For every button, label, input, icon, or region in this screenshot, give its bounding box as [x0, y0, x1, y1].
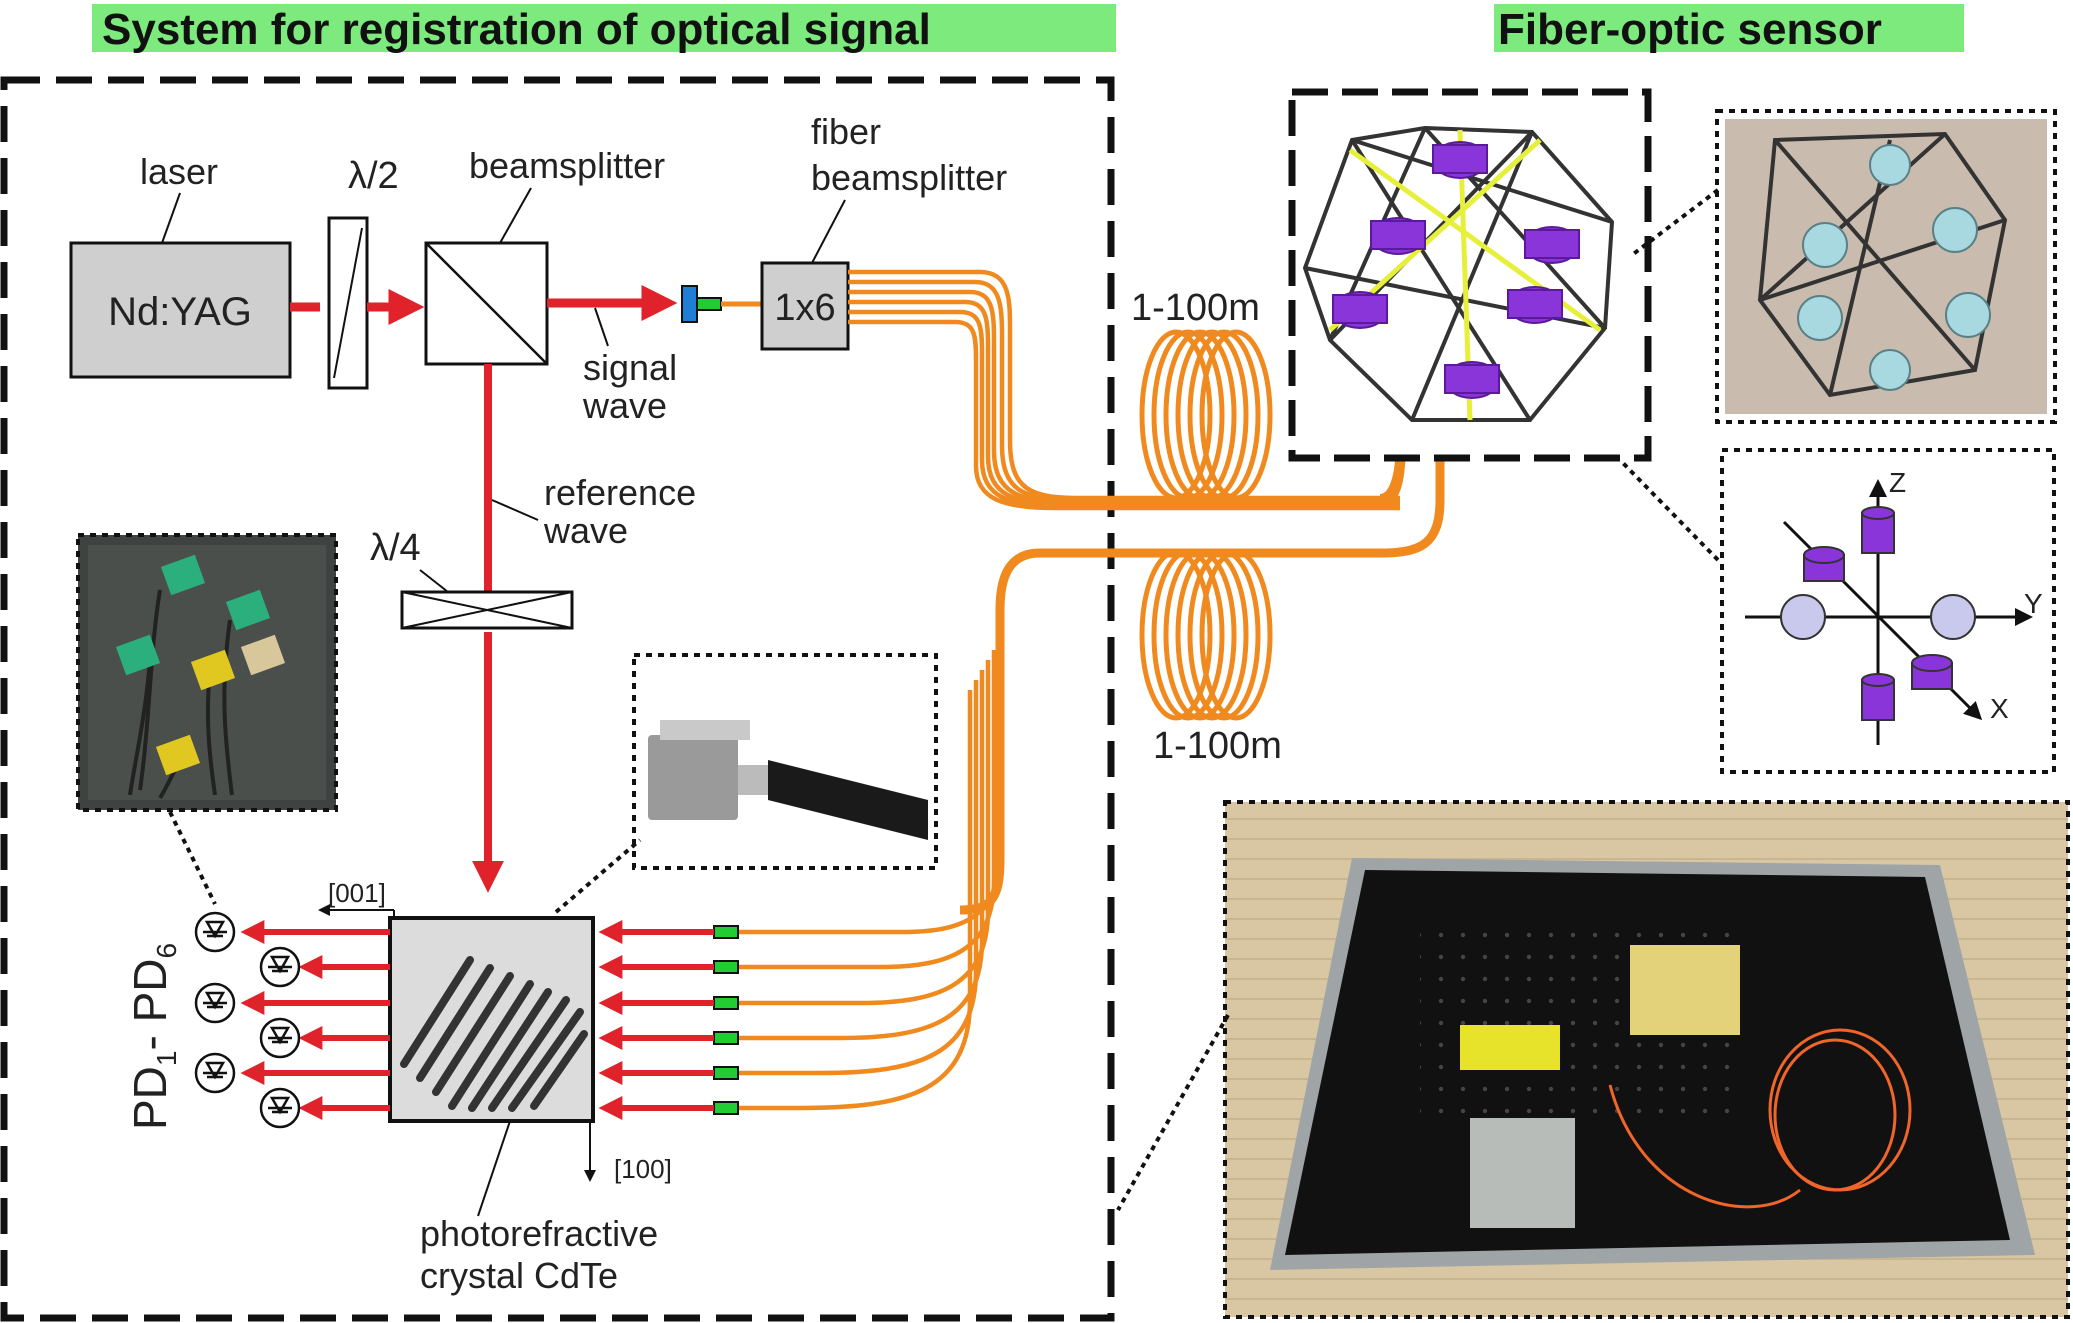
- crystal-label-2: crystal CdTe: [420, 1255, 618, 1296]
- fiber-beamsplitter: 1x6: [760, 261, 850, 351]
- left-title-text: System for registration of optical signa…: [102, 5, 931, 54]
- output-beams: [240, 920, 390, 1120]
- axis-z-label: Z: [1889, 467, 1906, 498]
- photodiode-icon: [194, 911, 236, 953]
- registration-system-frame: [0, 76, 1115, 1322]
- fiber-length-bottom-label: 1-100m: [1153, 725, 1282, 767]
- signal-wave-label-1: signal: [583, 347, 677, 388]
- fiber-bundle-in: [738, 640, 1003, 1111]
- signal-wave-label-2: wave: [582, 385, 667, 426]
- reference-wave-label-1: reference: [544, 472, 696, 513]
- axis-diagram: Z Y X: [1720, 448, 2056, 774]
- fiber-coil-top: [1139, 329, 1273, 501]
- svg-text:PD1- PD6: PD1- PD6: [124, 943, 182, 1130]
- laser-label: laser: [140, 151, 218, 192]
- fiber-bs-label-1: fiber: [811, 111, 881, 152]
- photodiode-icon: [194, 982, 236, 1024]
- photodiode-icon: [259, 1017, 301, 1059]
- photodiode-array: [194, 911, 301, 1129]
- lab-setup-photo: [1223, 800, 2070, 1319]
- direction-001-label: [001]: [328, 878, 386, 908]
- crystal-label-1: photorefractive: [420, 1213, 658, 1254]
- laser-box-label: Nd:YAG: [108, 290, 252, 334]
- sensor-diagram: [1288, 88, 1652, 462]
- fiber-connector-input: [696, 297, 722, 311]
- half-wave-plate: [327, 216, 369, 390]
- beamsplitter-cube: [424, 241, 549, 366]
- half-wave-label: λ/2: [348, 155, 399, 197]
- laser-beam-path: [290, 285, 678, 893]
- right-title-text: Fiber-optic sensor: [1498, 5, 1882, 54]
- photodiode-icon: [259, 1087, 301, 1129]
- direction-100-label: [100]: [614, 1154, 672, 1184]
- fiber-coil-bottom: [1139, 549, 1273, 721]
- quarter-wave-label: λ/4: [370, 527, 421, 569]
- sensor-photo: [1715, 109, 2057, 424]
- photorefractive-crystal: [388, 916, 595, 1123]
- beamsplitter-label: beamsplitter: [469, 145, 665, 186]
- right-title: Fiber-optic sensor: [1494, 4, 1964, 54]
- laser-source: Nd:YAG: [69, 241, 292, 379]
- photodiode-icon: [259, 946, 301, 988]
- photodiodes-photo: [76, 533, 338, 812]
- collimator: [681, 285, 698, 323]
- axis-y-label: Y: [2024, 588, 2043, 619]
- photodiode-label: PD1- PD6: [124, 943, 182, 1130]
- fiber-bs-label-2: beamsplitter: [811, 157, 1007, 198]
- photodiode-icon: [194, 1052, 236, 1094]
- quarter-wave-plate: [400, 590, 574, 630]
- input-connectors: [713, 925, 739, 1115]
- fiber-length-top-label: 1-100m: [1131, 287, 1260, 329]
- fiber-bs-box-label: 1x6: [774, 287, 835, 329]
- reference-wave-label-2: wave: [543, 510, 628, 551]
- left-title: System for registration of optical signa…: [92, 4, 1116, 54]
- input-beams: [598, 920, 714, 1120]
- axis-x-label: X: [1990, 693, 2009, 724]
- crystal-photo: [632, 653, 938, 870]
